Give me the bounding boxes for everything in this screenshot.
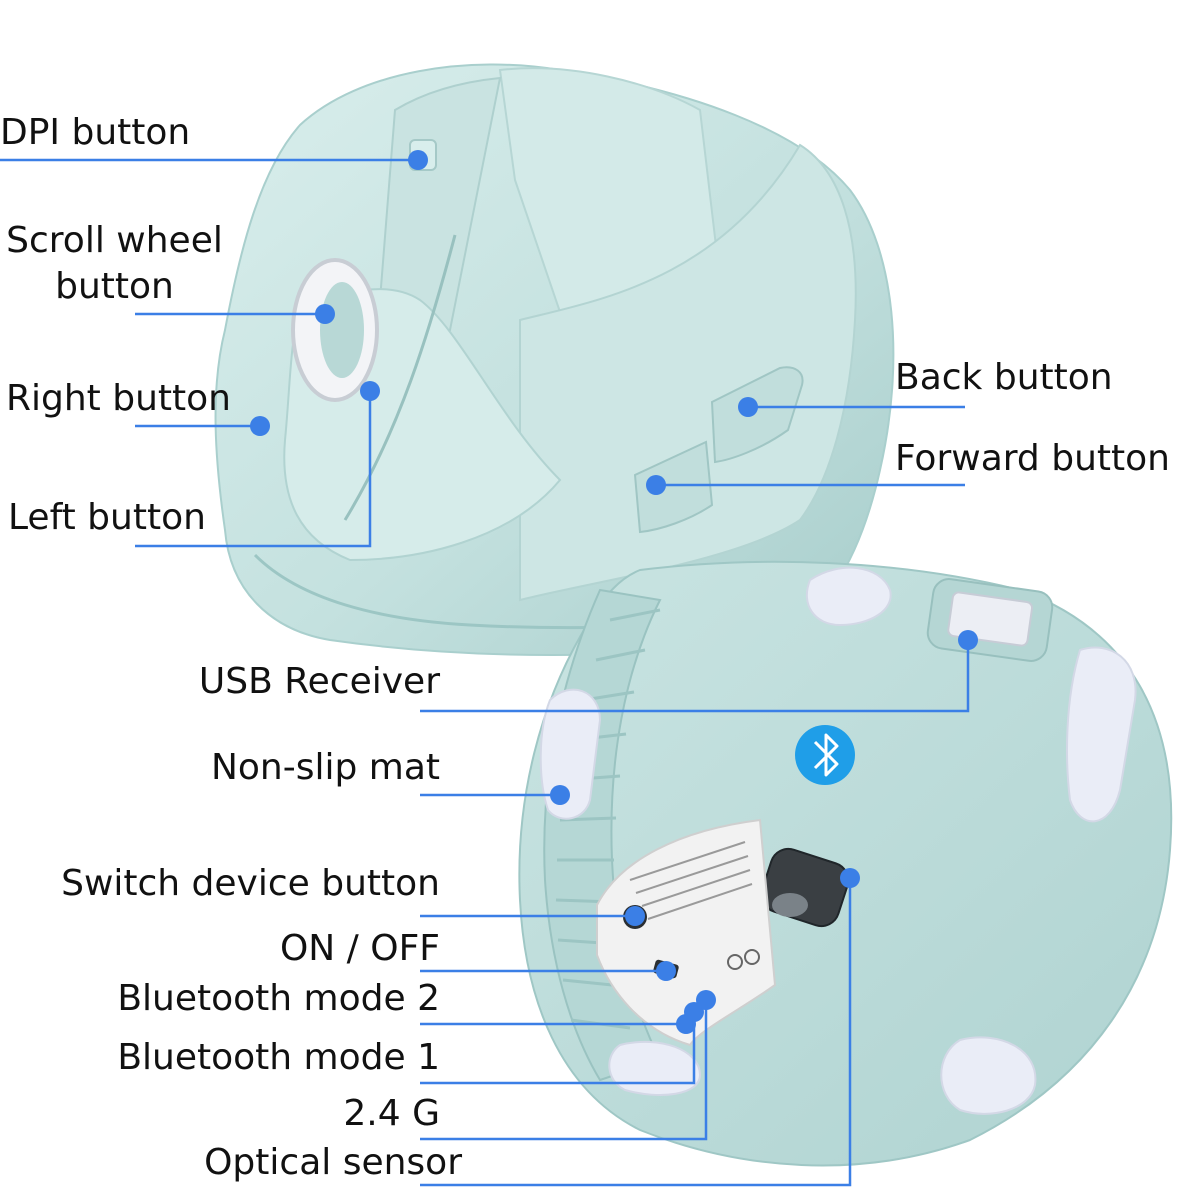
leader-scroll-wheel-dot bbox=[315, 304, 335, 324]
mouse-top-view bbox=[214, 63, 895, 656]
leader-dpi-button-dot bbox=[408, 150, 428, 170]
leader-2-4g-dot bbox=[696, 990, 716, 1010]
label-bluetooth-mode-1: Bluetooth mode 1 bbox=[117, 1037, 440, 1078]
label-back-button: Back button bbox=[895, 357, 1113, 398]
leader-right-button-dot bbox=[250, 416, 270, 436]
leader-lines bbox=[0, 150, 978, 1187]
spec-label-text-lines bbox=[629, 841, 753, 920]
bluetooth-icon bbox=[813, 733, 839, 777]
label-scroll-wheel-line-2: button bbox=[55, 266, 174, 307]
mouse-top-groove bbox=[343, 234, 457, 521]
mouse-bottom-view bbox=[518, 560, 1173, 1167]
label-usb-receiver: USB Receiver bbox=[198, 661, 440, 702]
scroll-wheel-inner bbox=[320, 282, 364, 378]
leader-on-off-dot bbox=[656, 961, 676, 981]
leader-2-4g bbox=[420, 1000, 708, 1141]
forward-button-shape[interactable] bbox=[633, 440, 714, 534]
label-optical-sensor: Optical sensor bbox=[204, 1142, 462, 1183]
mat-pad-bottom-left bbox=[608, 1040, 702, 1096]
label-forward-button: Forward button bbox=[895, 438, 1170, 479]
leader-left-button bbox=[135, 391, 372, 548]
leader-optical-sensor bbox=[420, 878, 852, 1187]
leader-forward-button-dot bbox=[646, 475, 666, 495]
leader-switch-device-dot bbox=[625, 906, 645, 926]
leader-bluetooth-mode-1 bbox=[420, 1012, 696, 1085]
back-button-shape[interactable] bbox=[710, 366, 804, 464]
leader-left-button-dot bbox=[360, 381, 380, 401]
label-right-button: Right button bbox=[6, 378, 231, 419]
label-scroll-wheel-line-1: Scroll wheel bbox=[6, 220, 223, 261]
label-2-4g: 2.4 G bbox=[343, 1093, 440, 1134]
label-non-slip-mat: Non-slip mat bbox=[210, 747, 440, 788]
label-bluetooth-mode-2: Bluetooth mode 2 bbox=[117, 978, 440, 1019]
mat-pad-bottom-right bbox=[940, 1036, 1037, 1115]
label-left-button: Left button bbox=[8, 497, 206, 538]
leader-usb-receiver bbox=[420, 640, 970, 713]
label-switch-device-button: Switch device button bbox=[61, 863, 440, 904]
label-dpi-button: DPI button bbox=[0, 112, 191, 153]
leader-usb-receiver-dot bbox=[958, 630, 978, 650]
ce-mark-icon bbox=[727, 949, 760, 970]
label-on-off: ON / OFF bbox=[279, 928, 440, 969]
leader-non-slip-mat-dot bbox=[550, 785, 570, 805]
optical-sensor-icon bbox=[772, 893, 808, 917]
leader-back-button-dot bbox=[738, 397, 758, 417]
leader-optical-sensor-dot bbox=[840, 868, 860, 888]
mat-pad-right bbox=[1066, 646, 1137, 823]
mat-pad-top-left bbox=[805, 566, 892, 627]
